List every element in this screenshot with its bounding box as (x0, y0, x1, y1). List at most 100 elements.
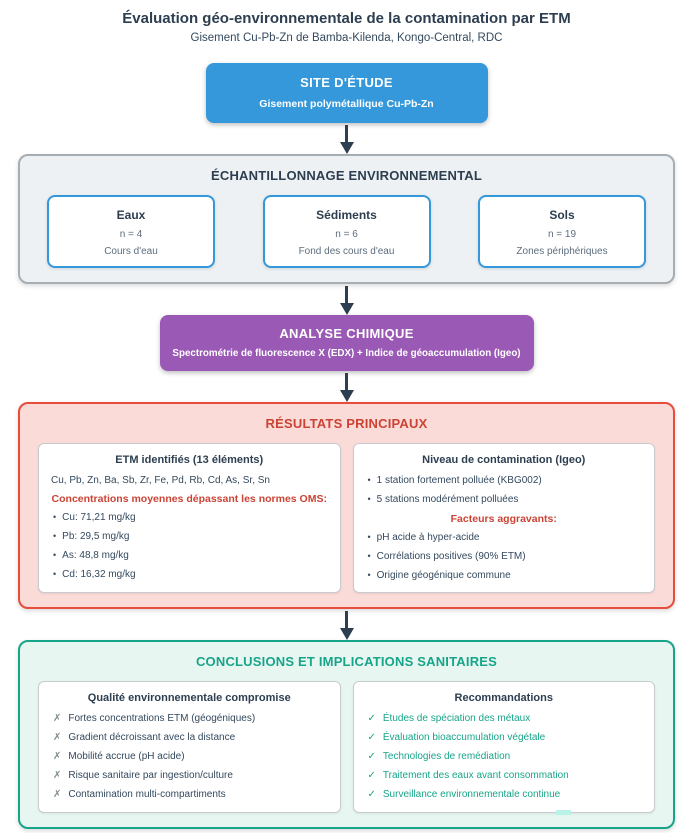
list-item: ✓ Technologies de remédiation (368, 751, 643, 764)
list-item-text: Risque sanitaire par ingestion/culture (68, 770, 233, 781)
page-title: Évaluation géo-environnementale de la co… (122, 10, 571, 27)
list-item-text: Études de spéciation des métaux (382, 713, 531, 724)
list-item: ✗ Risque sanitaire par ingestion/culture (53, 770, 328, 783)
recommendations-list: ✓ Études de spéciation des métaux ✓ Évalua… (366, 713, 643, 802)
list-item-text: Corrélations positives (90% ETM) (376, 551, 526, 562)
site-node: SITE D'ÉTUDE Gisement polymétallique Cu-… (205, 63, 488, 123)
sample-box-sediments: Sédiments n = 6 Fond des cours d'eau (262, 195, 431, 268)
list-item: • Cd: 16,32 mg/kg (53, 569, 328, 581)
check-icon: ✓ (367, 789, 376, 800)
sampling-row: Eaux n = 4 Cours d'eau Sédiments n = 6 F… (38, 195, 655, 268)
arrow-stem (345, 373, 348, 390)
arrow-head (339, 390, 354, 402)
list-item: • pH acide à hyper-acide (368, 532, 643, 544)
recommendations-card: Recommandations ✓ Études de spéciation de… (352, 681, 655, 813)
bullet-icon: • (367, 532, 371, 542)
page-subtitle: Gisement Cu-Pb-Zn de Bamba-Kilenda, Kong… (190, 32, 503, 44)
list-item-text: Origine géogénique commune (376, 570, 511, 581)
list-item-text: Surveillance environnementale continue (382, 789, 561, 800)
conclusions-section: CONCLUSIONS ET IMPLICATIONS SANITAIRES Q… (18, 640, 675, 829)
list-item-text: Fortes concentrations ETM (géogéniques) (68, 713, 256, 724)
cross-icon: ✗ (53, 770, 62, 781)
sample-title: Sols (549, 208, 575, 222)
arrow-stem (345, 286, 348, 303)
down-arrow-icon (339, 373, 354, 402)
list-item-text: As: 48,8 mg/kg (62, 550, 129, 561)
check-icon: ✓ (367, 713, 376, 724)
analysis-node: ANALYSE CHIMIQUE Spectrométrie de fluore… (159, 315, 534, 371)
sample-title: Sédiments (316, 208, 377, 222)
cross-icon: ✗ (53, 732, 62, 743)
igeo-card-title: Niveau de contamination (Igeo) (422, 454, 586, 466)
conclusions-row: Qualité environnementale compromise ✗For… (38, 681, 655, 813)
cursor-artifact (556, 810, 571, 815)
list-item: • Pb: 29,5 mg/kg (53, 531, 328, 543)
igeo-factors-list: •pH acide à hyper-acide •Corrélations po… (366, 532, 643, 582)
sample-box-eaux: Eaux n = 4 Cours d'eau (47, 195, 215, 268)
list-item: ✗ Contamination multi-compartiments (53, 789, 328, 802)
list-item: • 5 stations modérément polluées (368, 494, 643, 506)
list-item-text: 5 stations modérément polluées (376, 494, 519, 505)
list-item: ✗ Gradient décroissant avec la distance (53, 732, 328, 745)
results-row: ETM identifiés (13 éléments) Cu, Pb, Zn,… (38, 443, 655, 593)
recommendations-card-title: Recommandations (454, 692, 553, 704)
sample-desc: Fond des cours d'eau (298, 246, 395, 257)
down-arrow-icon (339, 125, 354, 154)
list-item-text: Mobilité accrue (pH acide) (68, 751, 185, 762)
analysis-node-subtitle: Spectrométrie de fluorescence X (EDX) + … (172, 348, 521, 359)
etm-card-title: ETM identifiés (13 éléments) (115, 454, 264, 466)
quality-issue-list: ✗ Fortes concentrations ETM (géogéniques)… (51, 713, 328, 802)
list-item: ✓ Évaluation bioaccumulation végétale (368, 732, 643, 745)
list-item: ✗ Mobilité accrue (pH acide) (53, 751, 328, 764)
sample-title: Eaux (116, 208, 146, 222)
list-item-text: Évaluation bioaccumulation végétale (382, 732, 546, 743)
bullet-icon: • (367, 494, 371, 504)
quality-card: Qualité environnementale compromise ✗For… (38, 681, 341, 813)
igeo-station-list: • 1 station fortement polluée (KBG002) • 5… (366, 475, 643, 506)
sample-box-sols: Sols n = 19 Zones périphériques (478, 195, 646, 268)
bullet-icon: • (53, 531, 57, 541)
igeo-factors-title: Facteurs aggravants: (450, 513, 557, 525)
list-item: ✗ Fortes concentrations ETM (géogéniques) (53, 713, 328, 726)
check-icon: ✓ (367, 770, 376, 781)
cross-icon: ✗ (53, 713, 62, 724)
list-item-text: 1 station fortement polluée (KBG002) (376, 475, 542, 486)
list-item-text: pH acide à hyper-acide (376, 532, 480, 543)
arrow-stem (345, 125, 348, 142)
site-node-title: SITE D'ÉTUDE (300, 75, 393, 90)
sampling-section-title: ÉCHANTILLONNAGE ENVIRONNEMENTAL (210, 168, 482, 183)
list-item: ✓ Traitement des eaux avant consommation (368, 770, 643, 783)
sample-count: n = 4 (119, 229, 143, 240)
list-item: • Origine géogénique commune (368, 570, 643, 582)
arrow-stem (345, 611, 348, 628)
check-icon: ✓ (367, 751, 376, 762)
etm-exceed-title: Concentrations moyennes dépassant les no… (51, 493, 327, 505)
sample-desc: Zones périphériques (516, 246, 608, 257)
cross-icon: ✗ (53, 751, 62, 762)
list-item-text: Gradient décroissant avec la distance (68, 732, 236, 743)
list-item: •Cu: 71,21 mg/kg (53, 512, 328, 524)
check-icon: ✓ (367, 732, 376, 743)
bullet-icon: • (367, 475, 371, 485)
bullet-icon: • (53, 569, 57, 579)
down-arrow-icon (339, 286, 354, 315)
list-item-text: Technologies de remédiation (382, 751, 511, 762)
arrow-head (339, 303, 354, 315)
list-item-text: Cd: 16,32 mg/kg (62, 569, 136, 580)
list-item-text: Pb: 29,5 mg/kg (62, 531, 130, 542)
bullet-icon: • (367, 570, 371, 580)
list-item-text: Traitement des eaux avant consommation (382, 770, 569, 781)
bullet-icon: • (53, 550, 57, 560)
etm-elements-list: Cu, Pb, Zn, Ba, Sb, Zr, Fe, Pd, Rb, Cd, … (51, 475, 270, 486)
list-item-text: Cu: 71,21 mg/kg (62, 512, 136, 523)
etm-concentration-list: •Cu: 71,21 mg/kg •Pb: 29,5 mg/kg •As: 48… (51, 512, 328, 581)
sample-count: n = 19 (547, 229, 577, 240)
list-item: •Corrélations positives (90% ETM) (368, 551, 643, 563)
list-item: ✓ Études de spéciation des métaux (368, 713, 643, 726)
igeo-card: Niveau de contamination (Igeo) • 1 statio… (352, 443, 655, 593)
cross-icon: ✗ (53, 789, 62, 800)
sample-desc: Cours d'eau (104, 246, 158, 257)
list-item-text: Contamination multi-compartiments (68, 789, 226, 800)
sample-count: n = 6 (335, 229, 358, 240)
